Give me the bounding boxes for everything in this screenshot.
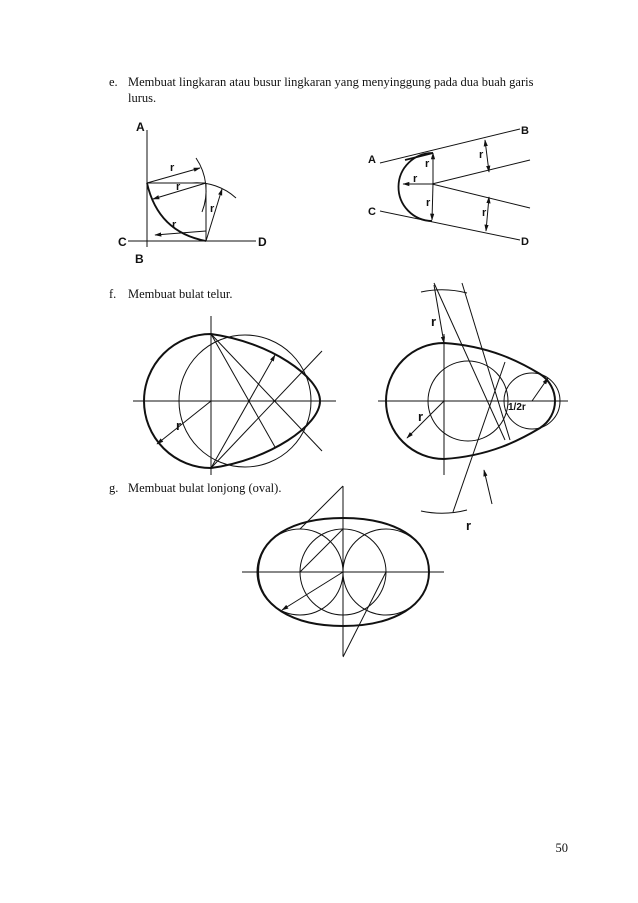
diagonal-mid [299,528,344,573]
e1-label-d: D [258,235,267,249]
e2-label-c: C [368,206,376,218]
item-e: e. Membuat lingkaran atau busur lingkaran… [109,74,533,106]
e2-label-d: D [521,236,529,248]
diagonal-2 [210,350,323,469]
figure-g-oval [242,485,444,658]
radius-arrow-3 [205,188,223,242]
construction-arc-top [420,289,468,294]
item-f-marker: f. [109,287,117,301]
radius-arrow-3 [430,183,435,221]
radius-arrow [156,400,212,445]
figure-f2-egg [378,282,568,514]
offset-line-lower [431,183,531,209]
e2-label-r2: r [413,173,418,185]
page-number: 50 [555,841,569,855]
offset-line-upper [431,159,531,185]
f2-label-r-bottom: r [466,518,471,533]
item-e-text: Membuat lingkaran atau busur lingkaran y… [128,75,534,89]
radius-arrow [406,400,445,439]
f1-label-r: r [176,418,181,433]
half-radius-arrow [531,377,549,402]
diagonal-1 [433,282,506,441]
diagonal-3 [210,333,276,448]
item-g-marker: g. [109,481,119,495]
diagonal-4 [210,354,276,469]
egg-outline [385,341,556,461]
item-f-text: Membuat bulat telur. [128,287,233,301]
item-e-text-cont: lurus. [128,91,157,105]
f2-label-r-top: r [431,314,436,329]
item-e-marker: e. [109,75,118,89]
construction-circle [427,360,509,442]
e1-label-r3: r [210,203,215,215]
diagonal-3 [452,361,506,513]
e2-label-b: B [521,125,529,137]
construction-circle [178,334,312,468]
diagonal-bottom [342,571,387,658]
offset-arrow-lower [484,196,491,232]
tangent-arc [146,182,207,242]
e2-label-r3: r [426,197,431,209]
radius-arrow-bottom [483,469,493,505]
e2-label-r5: r [482,207,487,219]
e1-label-b: B [135,252,144,266]
small-circle [503,372,561,430]
diagonal-2 [461,282,511,441]
e1-label-a: A [136,120,145,134]
line-cd [379,210,521,241]
egg-outline [143,332,322,470]
item-g-text: Membuat bulat lonjong (oval). [128,481,282,495]
offset-arrow-upper [483,139,491,173]
e2-label-r4: r [479,149,484,161]
construction-arc-bottom [420,509,468,514]
f2-label-half-r: 1/2r [508,402,526,413]
oval-outline [256,516,431,628]
radius-arrow-top [433,284,445,344]
e2-label-r1: r [425,158,430,170]
e1-label-c: C [118,235,127,249]
radius-arrow-4 [154,230,207,237]
diagonal-top [299,485,344,530]
radius-arrow-1 [146,167,201,184]
diagonal-1 [210,333,323,452]
line-ab [379,128,521,164]
e1-label-r1: r [170,162,175,174]
radius-arrow-2 [152,182,207,200]
e2-label-a: A [368,154,376,166]
figure-e2-tangent-arc-angle [379,128,531,241]
e1-label-r2: r [176,181,181,193]
figure-f1-egg [133,316,336,475]
e1-label-r4: r [172,219,177,231]
item-g: g. Membuat bulat lonjong (oval). [109,480,281,496]
tangent-arc [397,152,434,222]
item-f: f. Membuat bulat telur. [109,286,233,302]
radius-arrow [281,571,344,611]
figure-e1-tangent-arc-right-angle [128,130,256,247]
f2-label-r: r [418,409,423,424]
